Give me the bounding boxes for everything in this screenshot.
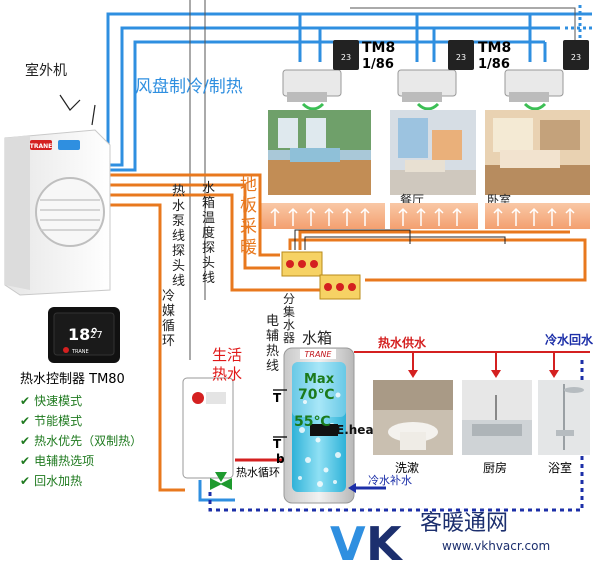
feature-label: 节能模式 [34,414,83,428]
hot-water-supply-label: 热水供水 [378,335,427,350]
checkmark-icon: ✔ [20,434,31,448]
water-tank: TRANE [273,347,355,504]
thermostat-model-sub: 1/86 [478,57,510,72]
controller-feature-item: ✔快速模式 [20,392,82,409]
feature-label: 热水优先（双制热） [34,434,143,448]
tank-max-temp: 70℃ [298,387,334,403]
hot-water-circulation-label: 热水循环 [236,466,280,479]
svg-text:TRANE: TRANE [305,350,333,359]
controller-feature-item: ✔节能模式 [20,412,82,429]
thermostat-model-label: TM8 [362,40,395,56]
floor-heating-panel [260,203,385,229]
fan-coil-label: 风盘制冷/制热 [135,77,243,97]
cold-water-refill [348,483,386,493]
hot-water-controller-device: 18° 27 TRANE [48,307,120,363]
electric-heat-wire-label: 电辅热线 [266,314,279,374]
fixture-label-wash: 洗漱 [395,461,419,475]
three-way-valve [210,472,232,490]
fixture-photo-kitchen [462,380,532,455]
checkmark-icon: ✔ [20,474,31,488]
feature-label: 回水加热 [34,474,83,488]
watermark-url: www.vkhvacr.com [442,539,550,553]
svg-text:23: 23 [456,53,466,62]
cold-water-refill-label: 冷水补水 [368,474,412,487]
sensor-b: b [276,452,285,466]
svg-text:18°: 18° [68,325,98,344]
feature-label: 电辅热选项 [34,454,95,468]
fixture-photo-bath [538,380,590,455]
heating-pipes [110,173,587,492]
cold-water-return-label: 冷水回水 [545,332,594,347]
fan-coil-unit [397,69,457,111]
fan-coil-unit [504,69,564,111]
tank-max-label: Max [304,372,335,387]
floor-heating-panel [390,203,478,229]
svg-text:TRANE: TRANE [71,349,89,355]
thermostat: 23 [563,40,589,70]
fixture-label-bath: 浴室 [548,460,572,475]
thermostat: 23 [448,40,474,70]
pipe-segment [198,480,235,502]
svg-text:27: 27 [90,330,103,341]
outdoor-unit: TRANE [4,129,111,296]
vk-logo: V K [330,517,404,571]
feature-label: 快速模式 [34,394,83,408]
room-photo [390,110,476,195]
checkmark-icon: ✔ [20,454,31,468]
manifold [281,251,361,300]
fixture-label-kitchen: 厨房 [483,460,507,475]
svg-text:23: 23 [571,53,581,62]
eheat-label: E.heat [336,423,380,437]
sensor-t-upper: T [273,391,282,405]
svg-text:TRANE: TRANE [30,143,52,150]
floor-supply-lines [294,229,506,250]
room-photo [268,110,371,195]
thermostat-model-label: TM8 [478,40,511,56]
outdoor-unit-label: 室外机 [25,62,67,79]
checkmark-icon: ✔ [20,414,31,428]
tank-probe-label: 水箱温度探头线 [202,181,215,286]
manifold-label: 分集水器 [283,292,295,345]
refrigerant-label: 冷媒循环 [162,289,175,349]
domestic-hot-water-label: 生活热水 [212,346,242,383]
svg-text:V: V [330,517,366,571]
checkmark-icon: ✔ [20,394,31,408]
sensor-t-lower: T [273,437,282,451]
thermostat: 23 [333,40,359,70]
floor-heating-panel [485,203,590,229]
svg-text:K: K [366,517,404,571]
controller-feature-item: ✔回水加热 [20,472,82,489]
hot-water-heat-pump-unit [182,377,234,479]
water-tank-title: 水箱 [302,329,332,347]
vertical-label-group: 热水泵线探头线 水箱温度探头线 冷媒循环 电辅热线 地板采暖 分集水器 [162,175,295,374]
svg-text:23: 23 [341,53,351,62]
watermark-name: 客暖通网 [420,511,508,536]
thermostat-model-sub: 1/86 [362,57,394,72]
pump-probe-label: 热水泵线探头线 [172,184,185,289]
floor-heating-label: 地板采暖 [240,175,257,258]
pipe-dotted-continuation [565,5,595,60]
controller-feature-item: ✔电辅热选项 [20,452,94,469]
tank-mid-temp: 55℃ [294,414,330,430]
controller-feature-item: ✔热水优先（双制热） [20,432,142,449]
hot-water-arrows [408,370,559,378]
fixture-photo-wash [373,380,453,455]
controller-title: 热水控制器 TM80 [20,372,125,387]
room-photo [485,110,590,195]
fan-coil-unit [282,69,342,111]
